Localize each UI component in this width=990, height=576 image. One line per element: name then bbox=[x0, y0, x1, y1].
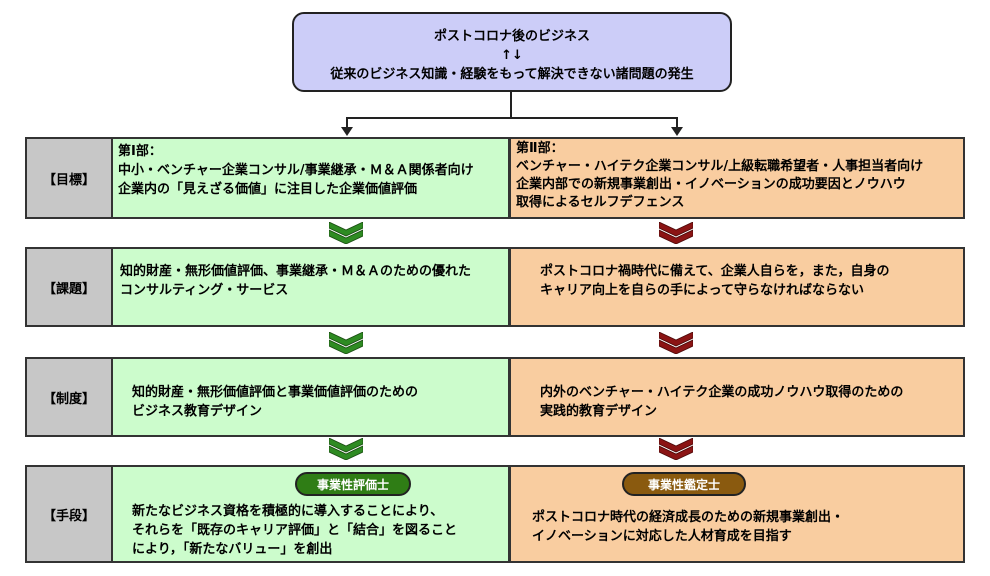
row-label-issue: 【課題】 bbox=[25, 247, 113, 327]
top-line-2: 従来のビジネス知識・経験をもって解決できない諸問題の発生 bbox=[330, 67, 694, 82]
goal-right-text: 第Ⅱ部： ベンチャー・ハイテク企業コンサル/上級転職希望者・人事担当者向け 企業… bbox=[516, 141, 924, 210]
arrowhead-right-icon bbox=[671, 127, 683, 136]
issue-right-box bbox=[510, 247, 965, 327]
connector-left-drop bbox=[346, 117, 348, 128]
goal-left-box bbox=[113, 137, 510, 219]
issue-left-text: 知的財産・無形価値評価、事業継承・Ｍ＆Ａのための優れた コンサルティング・サービ… bbox=[120, 264, 472, 298]
connector-vertical bbox=[510, 92, 512, 118]
goal-right-box bbox=[510, 137, 965, 219]
chevron-down-red-icon bbox=[659, 222, 693, 244]
arrowhead-left-icon bbox=[341, 127, 353, 136]
row-label-goal: 【目標】 bbox=[25, 137, 113, 219]
row-label-system: 【制度】 bbox=[25, 357, 113, 437]
system-left-text: 知的財産・無形価値評価と事業価値評価のための ビジネス教育デザイン bbox=[132, 385, 419, 419]
system-left-box bbox=[113, 357, 510, 437]
up-down-arrows: ↑↓ bbox=[501, 48, 523, 63]
row-label-means: 【手段】 bbox=[25, 465, 113, 563]
issue-right-text: ポストコロナ禍時代に備えて、企業人自らを，また，自身の キャリア向上を自らの手に… bbox=[540, 264, 890, 298]
means-left-text: 新たなビジネス資格を積極的に導入することにより、 それらを「既存のキャリア評価」… bbox=[132, 504, 458, 557]
top-header-box: ポストコロナ後のビジネス ↑↓ 従来のビジネス知識・経験をもって解決できない諸問… bbox=[292, 12, 732, 92]
badge-business-evaluator: 事業性評価士 bbox=[295, 472, 411, 496]
chevron-down-green-icon bbox=[329, 332, 363, 354]
means-right-text: ポストコロナ時代の経済成長のための新規事業創出・ イノベーションに対応した人材育… bbox=[532, 510, 845, 544]
chevron-down-red-icon bbox=[659, 438, 693, 460]
chevron-down-red-icon bbox=[659, 332, 693, 354]
chevron-down-green-icon bbox=[329, 438, 363, 460]
connector-right-drop bbox=[676, 117, 678, 128]
connector-horizontal bbox=[346, 117, 678, 119]
issue-left-box bbox=[113, 247, 510, 327]
goal-left-text: 第Ⅰ部： 中小・ベンチャー企業コンサル/事業継承・Ｍ＆Ａ関係者向け 企業内の「見… bbox=[118, 144, 474, 197]
chevron-down-green-icon bbox=[329, 222, 363, 244]
top-line-1: ポストコロナ後のビジネス bbox=[433, 29, 590, 44]
system-right-box bbox=[510, 357, 965, 437]
system-right-text: 内外のベンチャー・ハイテク企業の成功ノウハウ取得のための 実践的教育デザイン bbox=[540, 385, 904, 419]
badge-business-appraiser: 事業性鑑定士 bbox=[622, 472, 746, 496]
